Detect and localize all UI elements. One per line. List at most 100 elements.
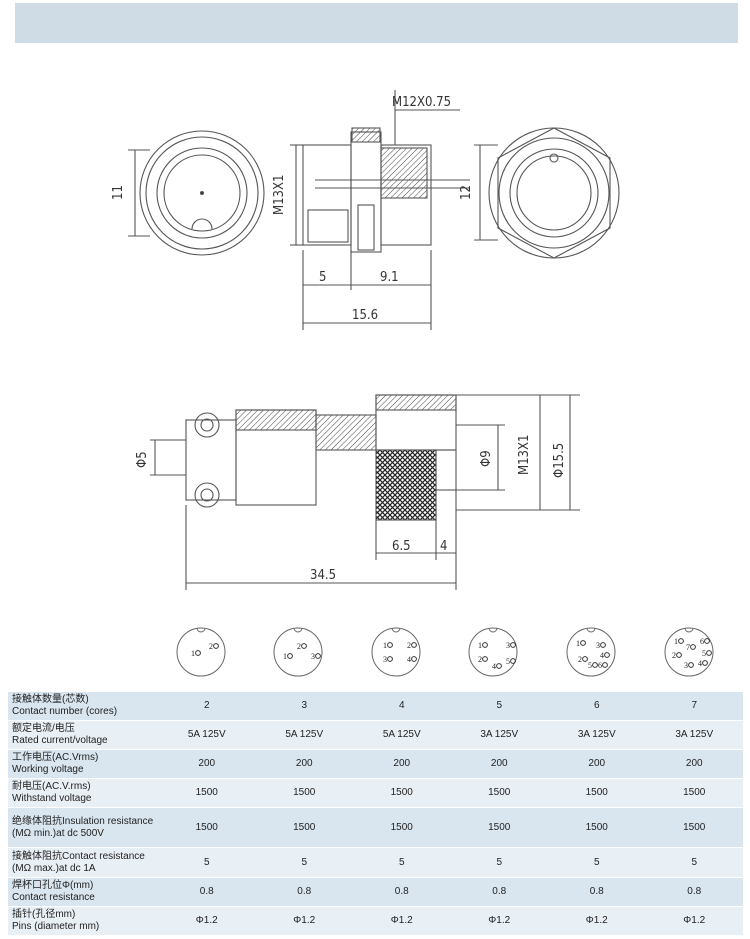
spec-cell: 1500: [255, 778, 353, 808]
spec-cell: 5: [158, 847, 256, 878]
spec-row-label: 焊杯口孔位Φ(mm)Contact resistance: [8, 877, 158, 907]
pin-dot: [387, 642, 393, 648]
pin-label: 2: [478, 655, 482, 664]
spec-cell: 1500: [548, 778, 646, 808]
spec-label-cn: 插针(孔径mm): [12, 909, 76, 920]
pin-dot: [287, 653, 293, 659]
spec-label-cn: 额定电流/电压: [12, 723, 75, 734]
pin-dot: [676, 652, 682, 658]
spec-cell: Φ1.2: [450, 906, 548, 936]
pin-label: 5: [588, 661, 592, 670]
dim-4: 4: [440, 539, 447, 554]
pin-label: 1: [478, 641, 482, 650]
pin-dot: [678, 638, 684, 644]
spec-label-en: (MΩ max.)at dc 1A: [12, 862, 96, 874]
pin-dot: [706, 650, 712, 656]
spec-cell: Φ1.2: [548, 906, 646, 936]
pin-label: 5: [506, 657, 510, 666]
pin-dot: [702, 660, 708, 666]
spec-row-label: 插针(孔径mm)Pins (diameter mm): [8, 906, 158, 936]
pin-dot: [482, 642, 488, 648]
dim-phi9: Φ9: [479, 450, 494, 467]
spec-cell: 200: [353, 749, 451, 779]
pin-dot: [301, 643, 307, 649]
spec-cell: 0.8: [645, 877, 743, 907]
pin-dot: [213, 643, 219, 649]
pin-label: 1: [383, 641, 387, 650]
spec-label-cn: 绝缘体阻抗Insulation resistance: [12, 815, 154, 827]
pin-label: 4: [407, 655, 411, 664]
spec-label-en: Working voltage: [12, 764, 84, 775]
dim-34-5: 34.5: [310, 568, 336, 583]
spec-cell: 0.8: [548, 877, 646, 907]
pin-label: 6: [700, 637, 704, 646]
spec-cell: 5: [255, 847, 353, 878]
spec-cell: 200: [158, 749, 256, 779]
pin-label: 1: [191, 649, 195, 658]
spec-row-label: 绝缘体阻抗Insulation resistance(MΩ min.)at dc…: [8, 807, 158, 848]
dim-phi15-5: Φ15.5: [552, 443, 567, 478]
spec-cell: 1500: [645, 778, 743, 808]
pin-label: 2: [672, 651, 676, 660]
pin-label: 7: [686, 643, 690, 652]
spec-label-cn: 焊杯口孔位Φ(mm): [12, 880, 94, 891]
spec-cell: 0.8: [255, 877, 353, 907]
pin-dot: [496, 663, 502, 669]
spec-label-en: Contact resistance: [12, 892, 95, 903]
dim-9-1: 9.1: [380, 270, 399, 285]
pin-label: 4: [698, 659, 702, 668]
header-banner: [15, 3, 738, 43]
spec-label-en: (MΩ min.)at dc 500V: [12, 827, 104, 839]
pin-dot: [195, 650, 201, 656]
pin-dot: [704, 638, 710, 644]
pin-label: 4: [492, 662, 496, 671]
spec-cell: 7: [645, 692, 743, 721]
pin-dot: [592, 662, 598, 668]
dim-6-5: 6.5: [392, 539, 411, 554]
spec-row-label: 接触体阻抗Contact resistance(MΩ max.)at dc 1A: [8, 847, 158, 878]
pin-dot: [688, 662, 694, 668]
spec-cell: 1500: [548, 807, 646, 848]
pin-label: 2: [407, 641, 411, 650]
pin-dot: [602, 662, 608, 668]
pin-dot: [690, 644, 696, 650]
spec-cell: 4: [353, 692, 451, 721]
spec-cell: 1500: [645, 807, 743, 848]
spec-cell: 3A 125V: [645, 720, 743, 750]
pin-label: 3: [383, 655, 387, 664]
pin-label: 1: [283, 652, 287, 661]
pinout-4-core: 1 2 3 4: [371, 627, 421, 677]
spec-cell: Φ1.2: [158, 906, 256, 936]
spec-label-cn: 工作电压(AC.Vrms): [12, 752, 99, 763]
pin-label: 3: [311, 652, 315, 661]
spec-row: 接触体阻抗Contact resistance(MΩ max.)at dc 1A…: [8, 847, 743, 878]
spec-label-cn: 耐电压(AC.V.rms): [12, 781, 91, 792]
spec-cell: 3A 125V: [548, 720, 646, 750]
spec-cell: 2: [158, 692, 256, 721]
spec-cell: 0.8: [450, 877, 548, 907]
dim-m13: M13X1: [272, 175, 287, 215]
spec-cell: 200: [255, 749, 353, 779]
pin-label: 2: [209, 642, 213, 651]
spec-cell: 5: [548, 847, 646, 878]
socket-front-view: [128, 130, 265, 256]
pin-dot: [482, 656, 488, 662]
spec-cell: 5: [450, 847, 548, 878]
spec-cell: 200: [548, 749, 646, 779]
pin-dot: [600, 642, 606, 648]
pin-label: 1: [674, 637, 678, 646]
dim-m13-plug: M13X1: [517, 435, 532, 475]
spec-cell: 5: [353, 847, 451, 878]
spec-cell: 1500: [158, 778, 256, 808]
pin-dot: [315, 653, 321, 659]
spec-cell: 1500: [450, 807, 548, 848]
dim-5: 5: [319, 270, 326, 285]
spec-label-cn: 接触体阻抗Contact resistance: [12, 850, 145, 862]
